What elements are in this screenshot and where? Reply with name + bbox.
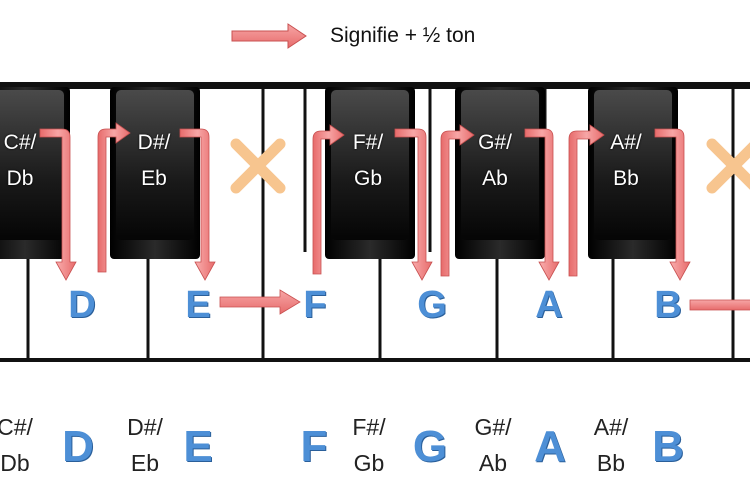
black-key-top-label: D#/ (137, 131, 171, 154)
seq-e: E (183, 422, 213, 471)
black-key-bottom-label: Gb (353, 167, 382, 190)
half-step-arrow-icon (231, 23, 307, 49)
seq-sharp-top: C#/ (0, 414, 33, 440)
seq-sharp-top: F#/ (352, 414, 386, 440)
half-step-arrows (39, 122, 750, 315)
black-key-bottom-label: Eb (141, 167, 167, 190)
black-key-bottom-label: Bb (613, 167, 639, 190)
seq-b: B (652, 422, 684, 471)
white-key-e[interactable]: E (185, 284, 211, 326)
black-key-bottom-label: Ab (482, 167, 508, 190)
cross-icon (230, 138, 750, 194)
seq-sharp-bottom: Ab (478, 450, 508, 476)
white-key-g[interactable]: G (417, 284, 447, 326)
black-key-top-label: C#/ (3, 131, 37, 154)
seq-a: A (534, 422, 566, 471)
keyboard-drawing (0, 82, 750, 362)
note-sequence: C#/ Db D D#/ Eb E F F#/ Gb G G#/ Ab A A#… (0, 400, 750, 500)
white-key-b[interactable]: B (654, 284, 682, 326)
seq-d: D (62, 422, 94, 471)
legend-text: Signifie + ½ ton (330, 24, 476, 47)
black-key-top-label: G#/ (478, 131, 512, 154)
black-key-bottom-label: Db (6, 167, 34, 190)
seq-sharp-bottom: Eb (130, 450, 160, 476)
piano-keyboard: C#/ Db D#/ Eb F#/ Gb G#/ Ab A#/ Bb D E F… (0, 82, 750, 362)
white-key-d[interactable]: D (68, 284, 96, 326)
seq-f: F (300, 422, 328, 471)
black-key-top-label: F#/ (352, 131, 384, 154)
seq-g: G (412, 422, 448, 471)
seq-sharp-bottom: Bb (596, 450, 626, 476)
black-key-top-label: A#/ (610, 131, 642, 154)
seq-sharp-bottom: Db (0, 450, 30, 476)
white-key-f[interactable]: F (303, 284, 327, 326)
black-key-shapes (0, 87, 678, 259)
white-key-a[interactable]: A (535, 284, 563, 326)
seq-sharp-top: D#/ (127, 414, 163, 440)
seq-sharp-bottom: Gb (353, 450, 385, 476)
seq-sharp-top: G#/ (474, 414, 512, 440)
seq-sharp-top: A#/ (593, 414, 629, 440)
